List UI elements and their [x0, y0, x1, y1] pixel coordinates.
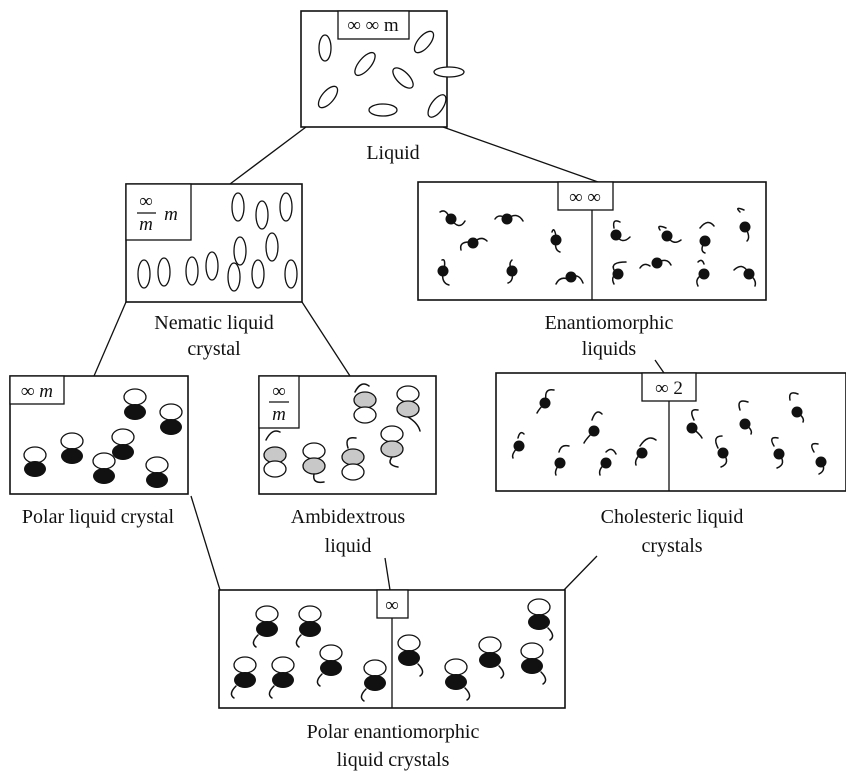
- cholesteric-symbol: ∞ 2: [655, 378, 683, 399]
- nematic-label-line1: Nematic liquid: [154, 312, 273, 334]
- ambidextrous-symbol-numerator: ∞: [272, 381, 286, 402]
- polar-enantiomorphic-label-line2: liquid crystals: [337, 749, 450, 771]
- ambidextrous-molecules: [263, 383, 421, 484]
- edge-enantiomorphic-cholesteric: [654, 359, 665, 374]
- node-polar: ∞ m Polar liquid crystal: [9, 375, 189, 528]
- cholesteric-label-line2: crystals: [641, 535, 702, 557]
- nematic-label-line2: crystal: [187, 338, 241, 360]
- polar-enantiomorphic-symbol-box: [376, 589, 409, 619]
- enantiomorphic-symbol-box: [557, 181, 614, 211]
- liquid-symbol-box: [337, 10, 410, 40]
- enantiomorphic-molecules: [437, 207, 757, 287]
- enantiomorphic-label-line2: liquids: [582, 338, 637, 360]
- node-enantiomorphic: ∞ ∞ Enantiomorphic liquids: [417, 181, 767, 360]
- ambidextrous-label-line2: liquid: [325, 535, 372, 557]
- edge-polar-polarenantio: [190, 495, 221, 591]
- polar-symbol-box: [9, 375, 65, 405]
- liquid-molecules: [317, 30, 465, 118]
- nematic-symbol-suffix: m: [164, 204, 178, 225]
- edge-cholesteric-polarenantio: [563, 555, 598, 591]
- polar-molecules: [23, 388, 183, 488]
- node-ambidextrous: ∞ m Ambidextrous liquid: [258, 375, 437, 557]
- polar-symbol: ∞ m: [21, 381, 53, 402]
- polar-enantiomorphic-label-line1: Polar enantiomorphic: [307, 721, 480, 743]
- edge-liquid-nematic: [229, 126, 307, 185]
- polar-enantiomorphic-molecules: [230, 598, 554, 702]
- edge-nematic-ambidextrous: [301, 301, 351, 377]
- node-nematic: ∞ m m Nematic liquid crystal: [125, 183, 303, 360]
- ambidextrous-label-line1: Ambidextrous: [291, 506, 406, 528]
- liquid-label: Liquid: [366, 142, 419, 164]
- nematic-symbol-box: [125, 183, 192, 241]
- liquid-symbol: ∞ ∞ m: [347, 15, 399, 36]
- connectors: [93, 126, 665, 591]
- edge-nematic-polar: [93, 301, 127, 377]
- cholesteric-symbol-box: [641, 372, 697, 402]
- edge-ambidextrous-polarenantio: [384, 557, 391, 591]
- ambidextrous-symbol-denominator: m: [272, 404, 286, 425]
- polar-label: Polar liquid crystal: [22, 506, 175, 528]
- cholesteric-molecules: [511, 388, 827, 476]
- node-polar-enantiomorphic: ∞ Polar enantiomorphic liquid crystals: [218, 589, 566, 771]
- cholesteric-label-line1: Cholesteric liquid: [601, 506, 744, 528]
- enantiomorphic-label-line1: Enantiomorphic: [545, 312, 674, 334]
- nematic-symbol-denominator: m: [139, 214, 153, 235]
- node-liquid: ∞ ∞ m Liquid: [300, 10, 465, 164]
- polar-enantiomorphic-symbol: ∞: [385, 595, 399, 616]
- nematic-molecules: [137, 192, 298, 292]
- nematic-symbol-numerator: ∞: [139, 191, 153, 212]
- edge-liquid-enantiomorphic: [442, 126, 599, 183]
- enantiomorphic-symbol: ∞ ∞: [569, 187, 601, 208]
- node-cholesteric: ∞ 2 Cholesteric liquid crystals: [495, 372, 846, 557]
